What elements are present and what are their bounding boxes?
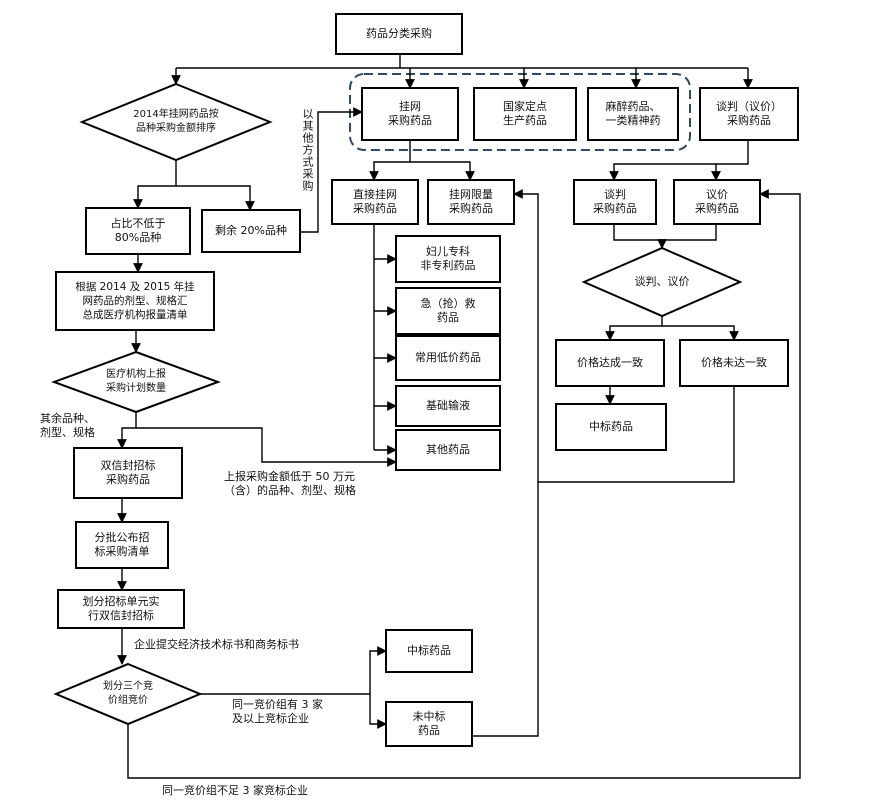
- node-sort-2014: 2014年挂网药品按 品种采购金额排序: [133, 109, 219, 134]
- node-root: 药品分类采购: [366, 27, 432, 40]
- node-winning-right: 中标药品: [589, 420, 633, 433]
- label-other-method: 以其他方式采购: [301, 108, 314, 192]
- node-not-winning: 未中标 药品: [412, 710, 446, 737]
- label-under-50: 上报采购金额低于 50 万元 （含）的品种、剂型、规格: [224, 470, 356, 497]
- node-price-not-agreed: 价格未达一致: [701, 356, 767, 369]
- node-report-quantity: 医疗机构上报 采购计划数量: [106, 369, 166, 394]
- node-summary-list: 根据 2014 及 2015 年挂 网药品的剂型、规格汇 总成医疗机构报量清单: [75, 281, 195, 321]
- node-direct-net: 直接挂网 采购药品: [353, 188, 397, 215]
- node-three-groups: 划分三个竞 价组竞价: [103, 681, 153, 706]
- node-batch-publish: 分批公布招 标采购清单: [94, 531, 150, 558]
- node-top-80: 占比不低于 80%品种: [110, 217, 166, 244]
- label-three-plus: 同一竞价组有 3 家 及以上竞标企业: [232, 698, 323, 725]
- node-infusion: 基础输液: [426, 399, 470, 412]
- node-net-limit: 挂网限量 采购药品: [449, 188, 493, 215]
- node-state-fixed: 国家定点 生产药品: [503, 100, 547, 127]
- node-women-children: 妇儿专科 非专利药品: [420, 245, 476, 272]
- label-submit-bids: 企业提交经济技术标书和商务标书: [134, 638, 299, 651]
- node-negotiation-purchase: 谈判（议价） 采购药品: [716, 100, 782, 127]
- node-emergency: 急（抢）救 药品: [420, 297, 476, 324]
- label-other-specs: 其余品种、 剂型、规格: [40, 412, 95, 439]
- box-double-envelope: [73, 447, 183, 499]
- node-bargain: 议价 采购药品: [695, 188, 739, 215]
- node-low-price: 常用低价药品: [415, 351, 481, 364]
- node-remaining-20: 剩余 20%品种: [215, 224, 287, 237]
- box-root: [335, 13, 463, 55]
- node-winning-bottom: 中标药品: [407, 644, 451, 657]
- node-double-envelope: 双信封招标 采购药品: [100, 459, 156, 486]
- node-price-agreed: 价格达成一致: [577, 356, 643, 369]
- node-anesthetic: 麻醉药品、 一类精神药: [605, 100, 661, 127]
- node-net-purchase: 挂网 采购药品: [388, 100, 432, 127]
- node-divide-units: 划分招标单元实 行双信封招标: [82, 595, 160, 622]
- node-talk-bargain: 谈判、议价: [634, 275, 690, 288]
- node-talk: 谈判 采购药品: [593, 188, 637, 215]
- label-less-than-3: 同一竞价组不足 3 家竞标企业: [162, 784, 308, 797]
- node-other-drugs: 其他药品: [426, 443, 470, 456]
